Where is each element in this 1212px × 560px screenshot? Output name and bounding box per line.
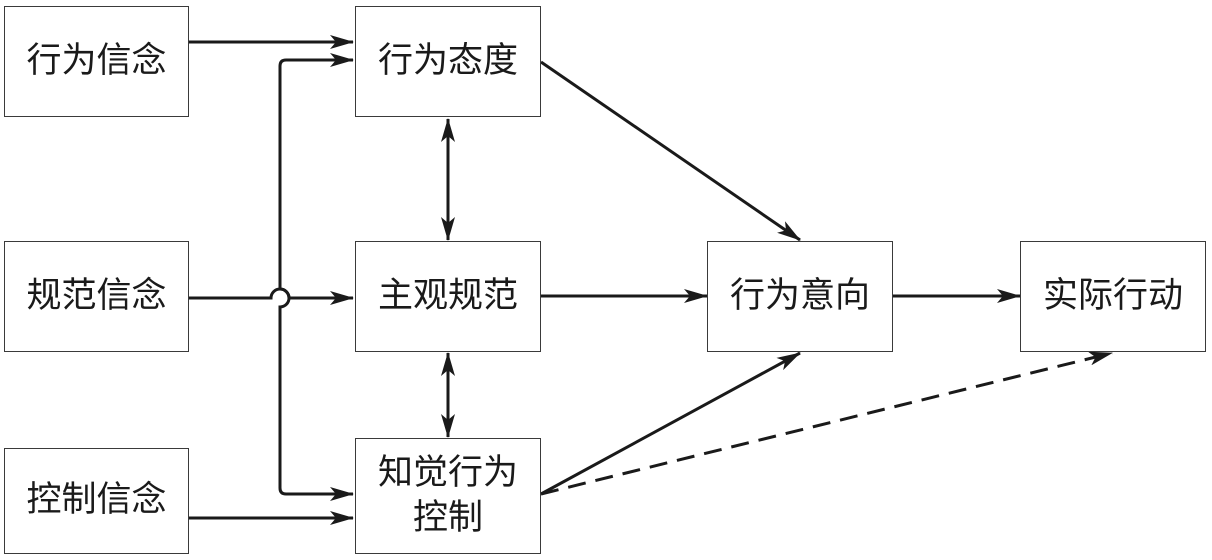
node-label: 控制信念 [26,480,167,521]
node-actual-action: 实际行动 [1020,241,1206,352]
node-intention: 行为意向 [707,241,893,352]
edge-control-belief-bus [278,58,353,496]
node-attitude: 行为态度 [355,6,541,117]
edge-normative-belief-to-subjective-norm [189,287,354,305]
node-label: 行为信念 [26,40,167,81]
node-normative-belief: 规范信念 [4,241,189,352]
node-label-line2: 控制 [412,498,483,538]
edge-attitude-to-intention [540,60,801,242]
node-label: 行为意向 [729,275,870,316]
node-subjective-norm: 主观规范 [355,241,541,352]
node-label: 规范信念 [26,275,167,316]
node-behavior-belief: 行为信念 [4,6,189,117]
node-control-belief: 控制信念 [4,448,189,554]
node-label-line1: 知觉行为 [377,452,518,493]
node-label: 主观规范 [377,275,518,316]
node-perceived-behavioral-control: 知觉行为 控制 [355,438,541,554]
edge-pbc-to-action-dashed [540,351,1113,496]
edge-pbc-to-intention [540,351,801,496]
node-label: 行为态度 [377,40,518,81]
node-label: 实际行动 [1042,275,1183,316]
